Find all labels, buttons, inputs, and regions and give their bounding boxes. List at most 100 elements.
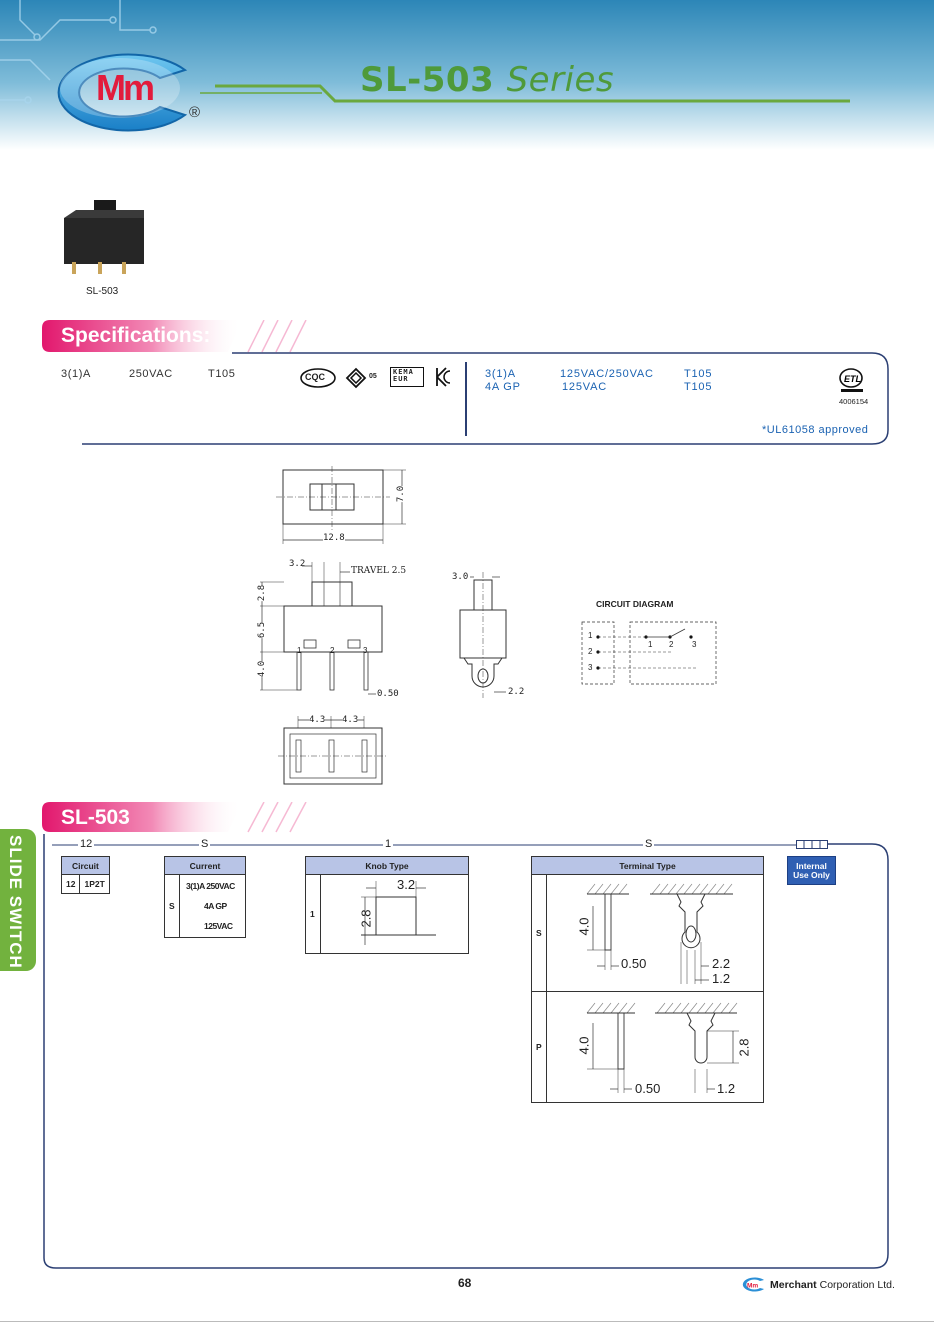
footer-rule <box>0 1321 934 1322</box>
circuit-right-num-1: 1 <box>648 640 653 649</box>
circuit-diagram-title: CIRCUIT DIAGRAM <box>596 599 674 609</box>
header-banner <box>0 0 934 150</box>
terminal-s-len: 4.0 <box>576 917 592 936</box>
spec-right-temp-1: T105 <box>684 368 713 380</box>
ordering-title: SL-503 <box>61 806 130 829</box>
side-tab-label: SLIDE SWITCH <box>6 835 25 969</box>
footer-logo-icon: Mm <box>742 1277 764 1292</box>
terminal-p-height: 2.8 <box>736 1038 752 1057</box>
registered-mark: ® <box>189 104 201 121</box>
circuit-right-num-3: 3 <box>692 640 697 649</box>
circuit-left-num-2: 2 <box>588 647 593 656</box>
etl-number: 4006154 <box>839 397 869 406</box>
product-caption: SL-503 <box>86 286 119 297</box>
spec-right-voltage-1: 125VAC/250VAC <box>560 368 654 380</box>
kc-cert-icon <box>436 367 451 387</box>
current-table-header: Current <box>164 856 246 875</box>
page-number: 68 <box>458 1276 472 1290</box>
terminal-table-header: Terminal Type <box>531 856 764 875</box>
knob-table: Knob Type 1 3.2 2.8 <box>305 856 469 954</box>
circuit-left-num-1: 1 <box>588 631 593 640</box>
terminal-code-s: S <box>531 874 547 992</box>
terminal-p-len: 4.0 <box>576 1036 592 1055</box>
front-view-drawing <box>260 562 383 695</box>
terminal-table: Terminal Type S <box>531 856 764 1103</box>
svg-text:Mm: Mm <box>747 1283 758 1290</box>
knob-dim-height: 2.8 <box>358 909 374 928</box>
logo-text: Mm <box>96 67 155 108</box>
internal-use-badge: Internal Use Only <box>787 856 836 885</box>
dim-top-width: 12.8 <box>323 533 345 543</box>
terminal-code-p: P <box>531 991 547 1103</box>
dim-top-height: 7.0 <box>396 485 407 503</box>
order-code-circuit: 12 <box>78 838 95 850</box>
knob-drawing <box>361 881 436 945</box>
spec-right-rating-2: 4A GP <box>485 381 521 393</box>
circuit-right-num-2: 2 <box>669 640 674 649</box>
knob-table-code: 1 <box>305 874 321 954</box>
pin-num-2: 2 <box>330 646 335 655</box>
spec-left-rating: 3(1)A <box>61 368 91 380</box>
series-word: Series <box>506 60 615 100</box>
circuit-table-code: 12 <box>60 874 81 894</box>
terminal-s-drawing <box>586 883 733 984</box>
side-view-drawing <box>459 572 507 698</box>
series-model: SL-503 <box>360 60 495 100</box>
terminal-p-width: 0.50 <box>635 1081 661 1096</box>
footer-company: Merchant Corporation Ltd. <box>770 1279 895 1291</box>
terminal-p-drawing <box>586 1002 739 1093</box>
slide-switch-tab: SLIDE SWITCH <box>0 829 36 971</box>
order-code-current: S <box>199 838 211 850</box>
order-code-terminal: S <box>643 838 655 850</box>
terminal-s-base: 1.2 <box>712 971 731 986</box>
footer-company-bold: Merchant <box>770 1279 817 1291</box>
etl-cert-icon: ETL <box>839 368 863 392</box>
knob-table-header: Knob Type <box>305 856 469 875</box>
dim-side-22: 2.2 <box>508 687 525 697</box>
enec-cert-icon <box>345 367 367 389</box>
specifications-title: Specifications: <box>61 324 211 347</box>
pin-num-1: 1 <box>297 646 302 655</box>
dim-bottom-43a: 4.3 <box>309 715 326 725</box>
circuit-left-num-3: 3 <box>588 663 593 672</box>
spec-left-voltage: 250VAC <box>129 368 173 380</box>
internal-code-boxes <box>796 840 828 849</box>
internal-label-1: Internal <box>796 861 827 871</box>
kema-cert-label: KEMA EUR <box>393 368 414 383</box>
footer-company-rest: Corporation Ltd. <box>816 1279 895 1291</box>
specifications-band <box>42 320 889 445</box>
terminal-p-base: 1.2 <box>717 1081 736 1096</box>
spec-right-temp-2: T105 <box>684 381 713 393</box>
ordering-band <box>42 802 889 1269</box>
current-table: Current S 3(1)A 250VAC 4A GP 125VAC <box>164 856 246 938</box>
terminal-s-width: 0.50 <box>621 956 647 971</box>
order-code-knob: 1 <box>383 838 394 850</box>
svg-text:ETL: ETL <box>844 374 861 384</box>
circuit-diagram <box>581 621 717 685</box>
current-value-2: 4A GP 125VAC <box>204 901 233 931</box>
circuit-table-header: Circuit <box>61 856 110 875</box>
knob-dim-width: 3.2 <box>397 877 416 892</box>
circuit-table-value: 1P2T <box>79 874 110 894</box>
current-table-code: S <box>164 874 180 938</box>
kema-cert-icon <box>390 367 424 387</box>
circuit-table: Circuit 12 1P2T <box>60 856 110 894</box>
current-value-1: 3(1)A 250VAC <box>186 881 235 891</box>
dim-travel: TRAVEL 2.5 <box>351 566 407 576</box>
dim-pin-width: 0.50 <box>377 689 399 699</box>
product-photo <box>64 200 144 274</box>
terminal-s-eye: 2.2 <box>712 956 731 971</box>
spec-right-voltage-2: 125VAC <box>562 381 607 393</box>
pin-num-3: 3 <box>363 646 368 655</box>
dim-40: 4.0 <box>257 660 268 678</box>
bottom-view-drawing <box>278 716 388 785</box>
ul-note: *UL61058 approved <box>762 424 869 436</box>
spec-right-rating-1: 3(1)A <box>485 368 516 380</box>
dim-65: 6.5 <box>257 621 268 639</box>
spec-left-temp: T105 <box>208 368 236 380</box>
series-title: SL-503 Series <box>360 60 614 100</box>
dim-side-30: 3.0 <box>452 572 469 582</box>
dim-28: 2.8 <box>257 584 268 602</box>
cqc-cert-icon <box>300 368 336 388</box>
cqc-cert-label: CQC <box>305 372 325 382</box>
